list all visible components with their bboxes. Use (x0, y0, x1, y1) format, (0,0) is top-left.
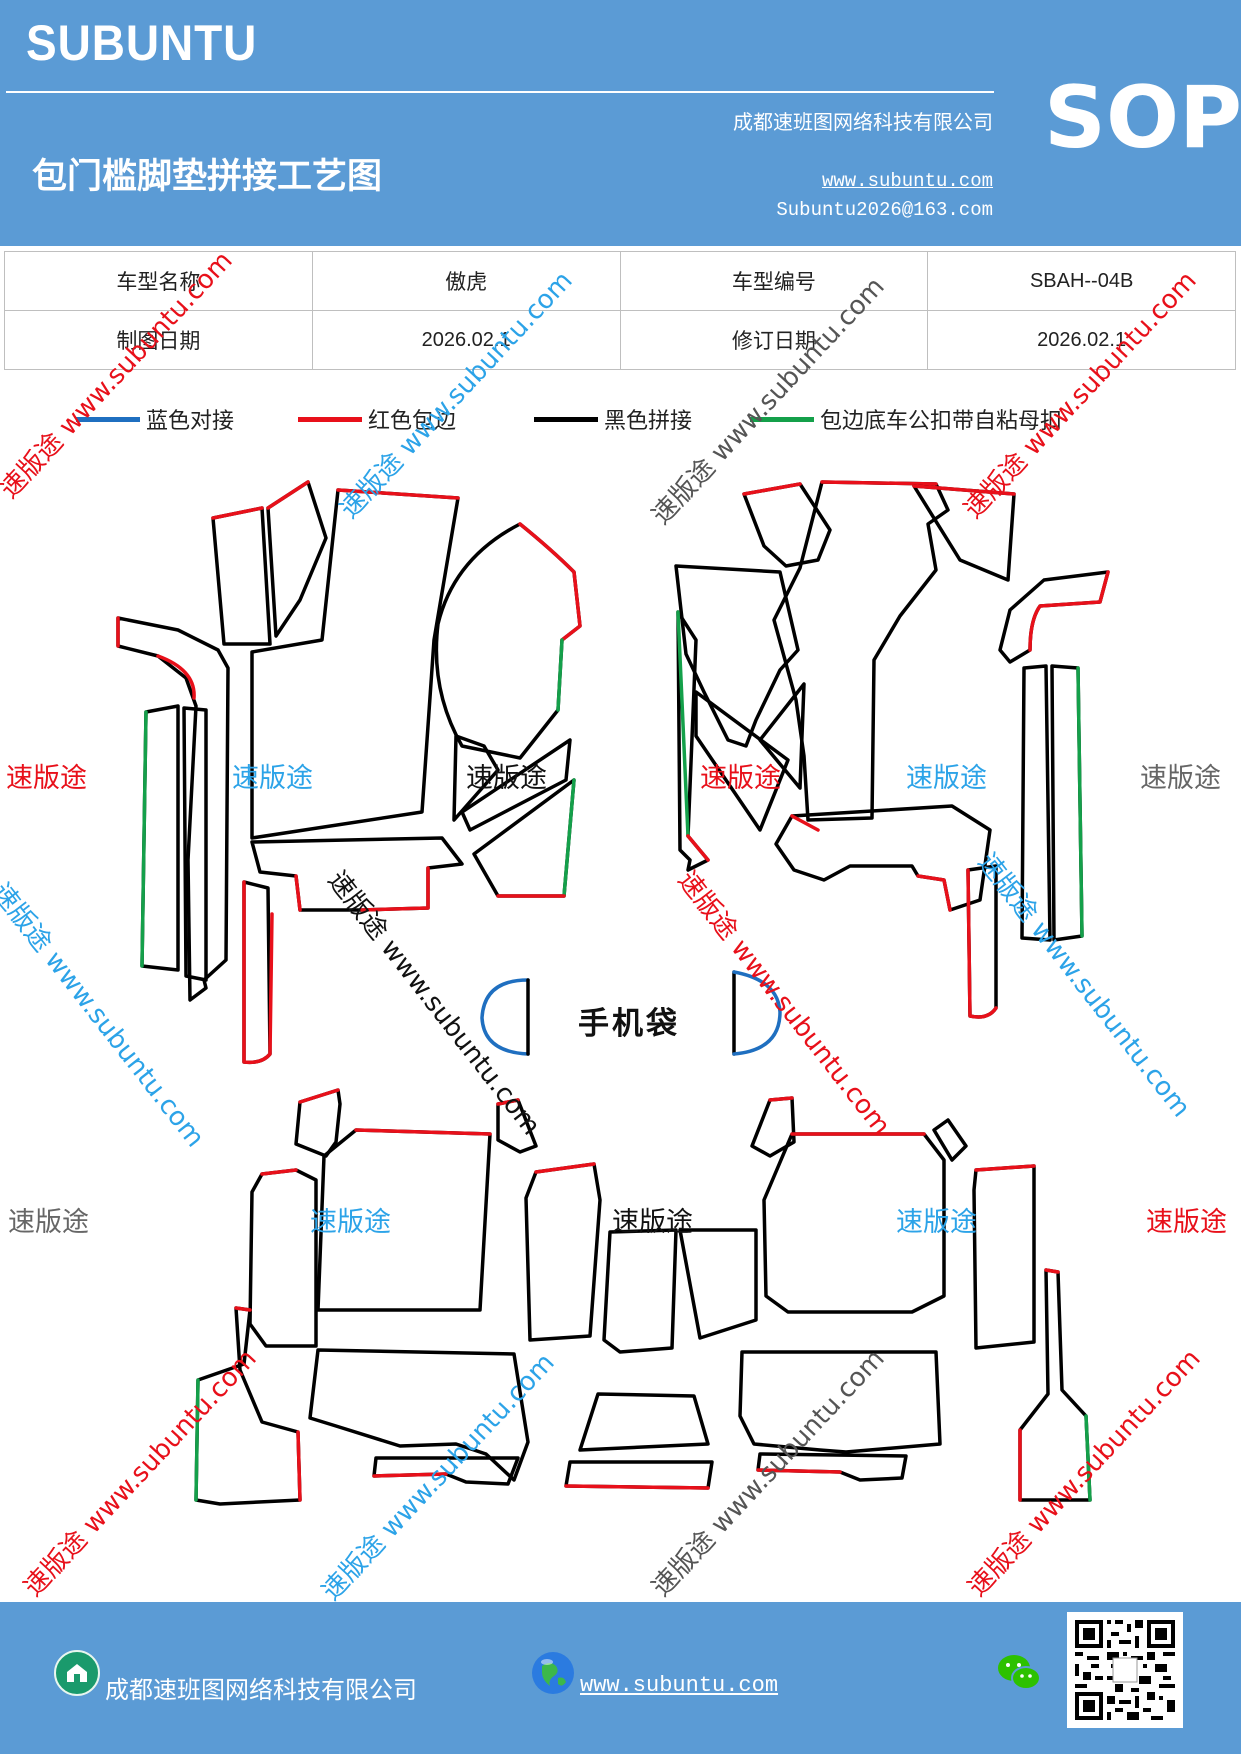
brand-logo-text: SUBUNTU (26, 15, 258, 71)
mat-rear-right (738, 1096, 1092, 1502)
phone-pocket-label: 手机袋 (578, 1006, 680, 1042)
footer-company: 成都速班图网络科技有限公司 (105, 1676, 417, 1704)
legend-item-green: 包边底车公扣带自粘母扣 (750, 404, 1062, 434)
watermark-text: 速版途 (700, 763, 781, 794)
mat-rear-left (194, 1088, 602, 1506)
model-code-label: 车型编号 (619, 251, 929, 311)
mat-front-left (116, 480, 582, 1065)
phone-pockets (480, 970, 782, 1056)
watermark-text: 速版途 (906, 763, 987, 794)
watermark-text: 速版途 (1146, 1207, 1227, 1238)
header-website-link[interactable]: www.subuntu.com (821, 170, 993, 192)
legend-label: 蓝色对接 (146, 409, 235, 434)
company-badge-icon (54, 1650, 100, 1696)
black-line-swatch (534, 416, 598, 422)
watermark-text: 速版途 (232, 763, 313, 794)
revise-date-label: 修订日期 (619, 310, 929, 370)
page-title: 包门槛脚垫拼接工艺图 (32, 157, 383, 197)
legend-item-blue: 蓝色对接 (76, 404, 234, 434)
watermark-text: 速版途 (310, 1207, 391, 1238)
watermark-text: 速版途 (896, 1207, 977, 1238)
mat-front-right (674, 480, 1110, 1019)
qr-code-image (1067, 1612, 1183, 1728)
watermark-text: 速版途 (612, 1207, 693, 1238)
globe-icon (532, 1652, 574, 1694)
legend-label: 包边底车公扣带自粘母扣 (820, 409, 1063, 434)
model-name-label: 车型名称 (4, 251, 313, 311)
legend-item-black: 黑色拼接 (534, 404, 692, 434)
sop-badge: SOP (1044, 68, 1241, 168)
legend-label: 红色包边 (368, 409, 457, 434)
legend-item-red: 红色包边 (298, 404, 456, 434)
info-table: 车型名称 傲虎 车型编号 SBAH--04B 制图日期 2026.02.1 修订… (4, 251, 1236, 370)
red-line-swatch (298, 416, 362, 422)
qr-code (1067, 1612, 1183, 1728)
table-row: 制图日期 2026.02.1 修订日期 2026.02.1 (4, 310, 1236, 370)
header-company: 成都速班图网络科技有限公司 (733, 110, 993, 134)
revise-date-value: 2026.02.1 (927, 310, 1236, 370)
watermark-text: 速版途 (466, 763, 547, 794)
header-divider (6, 91, 994, 93)
mat-pattern-diagram (116, 480, 1110, 1506)
footer-website-link[interactable]: www.subuntu.com (580, 1673, 779, 1698)
wechat-icon (998, 1655, 1041, 1690)
mat-rear-center (564, 1228, 758, 1490)
draw-date-label: 制图日期 (4, 310, 313, 370)
header-email[interactable]: Subuntu2026@163.com (776, 199, 993, 221)
model-code-value: SBAH--04B (927, 251, 1236, 311)
watermark-text: 速版途 (6, 763, 87, 794)
blue-line-swatch (76, 416, 140, 422)
green-line-swatch (750, 416, 814, 422)
watermark-text: 速版途 (1140, 763, 1221, 794)
header-banner (0, 0, 1241, 246)
legend-label: 黑色拼接 (604, 409, 693, 434)
watermark-text: 速版途 (8, 1207, 89, 1238)
